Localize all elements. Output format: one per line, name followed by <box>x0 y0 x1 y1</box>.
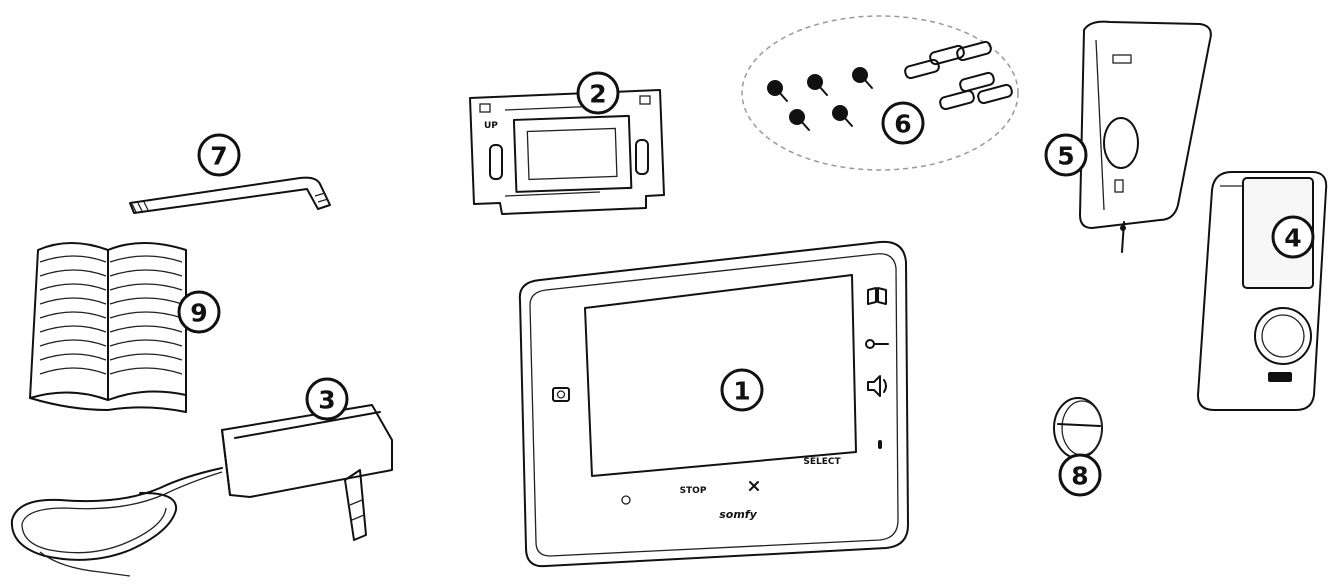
svg-text:UP: UP <box>484 121 498 131</box>
power-button-icon <box>621 495 631 505</box>
round-cap <box>1053 397 1103 459</box>
mic-icon <box>878 440 882 449</box>
instruction-manual <box>29 242 187 413</box>
wall-bracket: UP <box>469 89 665 215</box>
svg-text:3: 3 <box>318 386 335 415</box>
callout-9: 9 <box>177 290 221 334</box>
allen-key <box>129 176 331 214</box>
screws-and-plugs <box>741 15 1019 171</box>
callout-5: 5 <box>1044 133 1088 177</box>
select-button-label: SELECT <box>803 457 841 467</box>
screw-group <box>767 67 873 131</box>
svg-text:8: 8 <box>1071 462 1088 491</box>
stop-button-label: STOP <box>680 486 707 496</box>
svg-text:5: 5 <box>1057 142 1074 171</box>
key-icon <box>865 339 889 349</box>
book-icon <box>867 287 887 305</box>
speaker-icon <box>867 375 887 397</box>
camera-icon <box>552 387 570 402</box>
svg-text:1: 1 <box>733 377 750 406</box>
svg-text:4: 4 <box>1284 224 1301 253</box>
svg-text:7: 7 <box>210 142 227 171</box>
callout-6: 6 <box>881 101 925 145</box>
callout-1: 1 <box>720 368 764 412</box>
callout-3: 3 <box>305 377 349 421</box>
svg-text:6: 6 <box>894 110 911 139</box>
callout-8: 8 <box>1058 453 1102 497</box>
brand-logo: somfy <box>719 508 757 521</box>
video-monitor: STOP SELECT somfy <box>518 240 909 568</box>
rain-cover <box>1079 20 1212 253</box>
callout-4: 4 <box>1271 215 1315 259</box>
manual-page-lines <box>39 255 183 375</box>
wall-plug-group <box>904 40 1013 111</box>
close-icon <box>749 481 759 491</box>
power-adapter <box>10 404 393 577</box>
svg-text:9: 9 <box>190 299 207 328</box>
callout-7: 7 <box>197 133 241 177</box>
monitor-screen <box>584 274 857 477</box>
callout-2: 2 <box>576 71 620 115</box>
svg-text:2: 2 <box>589 80 606 109</box>
door-station <box>1197 171 1328 411</box>
